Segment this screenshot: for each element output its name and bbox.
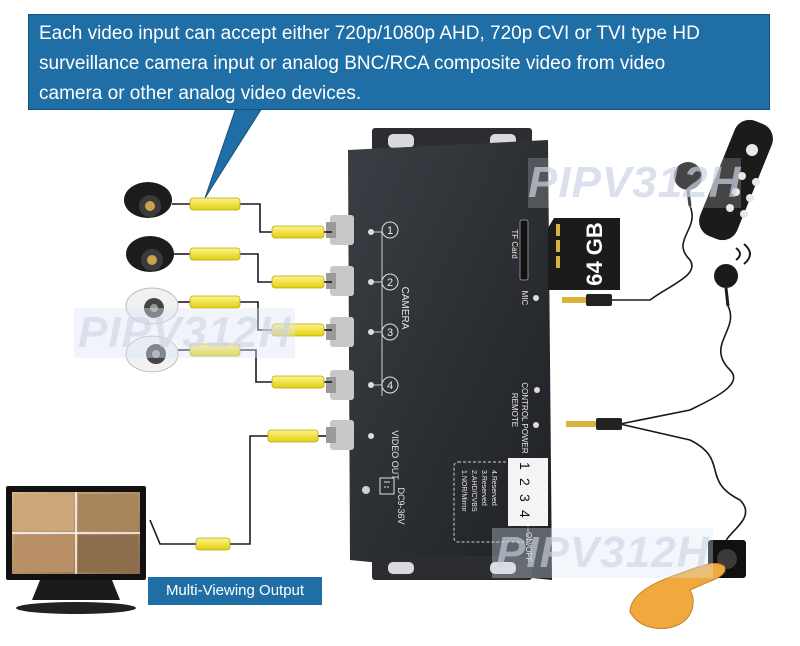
sd-card-icon: 64 GB bbox=[548, 218, 620, 290]
tf-card-label: TF Card bbox=[510, 229, 519, 258]
button-cable bbox=[619, 423, 747, 547]
camera-label: CAMERA bbox=[399, 287, 410, 330]
info-callout: Each video input can accept either 720p/… bbox=[28, 14, 770, 110]
svg-text:1: 1 bbox=[517, 462, 533, 470]
camera-2 bbox=[126, 236, 174, 272]
remote-control-icon bbox=[699, 119, 773, 265]
hand-icon bbox=[629, 563, 726, 629]
control-power-label: CONTROL POWER bbox=[520, 382, 529, 453]
camera-4 bbox=[125, 335, 179, 373]
svg-text:64 GB: 64 GB bbox=[582, 222, 607, 286]
power-input-label: DC9-36V bbox=[396, 487, 406, 524]
callout-pointer bbox=[204, 107, 263, 199]
bnc-port-3 bbox=[326, 317, 374, 347]
monitor bbox=[6, 486, 146, 614]
microphone-icon bbox=[674, 162, 702, 207]
svg-text:2.AHD/CVBS: 2.AHD/CVBS bbox=[470, 470, 477, 512]
mic-label: MIC bbox=[520, 291, 529, 306]
rca-plugs bbox=[189, 197, 325, 551]
camera-3 bbox=[125, 287, 179, 325]
watermark-left: PIPV312H bbox=[74, 308, 296, 358]
svg-text:1.NOR/Mirror: 1.NOR/Mirror bbox=[460, 470, 467, 512]
svg-text:4.Reserved: 4.Reserved bbox=[490, 470, 497, 506]
callout-line-3: camera or other analog video devices. bbox=[39, 83, 362, 104]
remote-label: REMOTE bbox=[510, 393, 519, 427]
bnc-port-2 bbox=[326, 266, 374, 296]
watermark-top: PIPV312H bbox=[528, 158, 742, 208]
remote-cable bbox=[619, 305, 735, 425]
port-number-2: 2 bbox=[381, 273, 399, 291]
camera-1 bbox=[124, 182, 172, 218]
remote-jack bbox=[533, 422, 539, 428]
mic-jack bbox=[533, 295, 539, 301]
dvr-device bbox=[348, 128, 552, 580]
svg-text:3: 3 bbox=[517, 494, 533, 502]
svg-text:2: 2 bbox=[387, 277, 393, 289]
mic-jack-plug bbox=[562, 294, 612, 306]
on-off-label: ON/OFF bbox=[524, 532, 533, 562]
callout-line-1: Each video input can accept either 720p/… bbox=[39, 23, 700, 44]
video-out-label: VIDEO OUT bbox=[390, 430, 400, 480]
bnc-port-1 bbox=[326, 215, 374, 245]
dip-switch: 1 2 3 4 1.NOR/Mirror 2.AHD/CVBS 3.Reserv… bbox=[453, 458, 548, 543]
svg-text:3: 3 bbox=[387, 327, 393, 339]
ir-receiver-icon bbox=[714, 264, 738, 307]
dc-power-icon bbox=[379, 477, 395, 495]
remote-jack-plug bbox=[566, 418, 622, 430]
port-number-3: 3 bbox=[381, 323, 399, 341]
bnc-port-4 bbox=[326, 370, 374, 400]
callout-line-2: surveillance camera input or analog BNC/… bbox=[39, 53, 666, 74]
svg-text:3.Reserved: 3.Reserved bbox=[480, 470, 487, 506]
svg-text:1: 1 bbox=[387, 225, 393, 237]
mic-cable bbox=[612, 205, 693, 301]
port-number-4: 4 bbox=[381, 376, 399, 394]
bnc-port-video-out bbox=[326, 420, 374, 450]
tf-card-slot bbox=[519, 219, 529, 281]
svg-text:4: 4 bbox=[517, 510, 533, 518]
multi-viewing-output-label: Multi-Viewing Output bbox=[148, 577, 322, 605]
power-jack bbox=[362, 486, 370, 494]
camera-cables bbox=[149, 203, 332, 545]
svg-text:4: 4 bbox=[387, 380, 393, 392]
svg-text:2: 2 bbox=[517, 478, 533, 486]
watermark-bottom: PIPV312H bbox=[492, 528, 714, 578]
port-number-1: 1 bbox=[381, 221, 399, 239]
